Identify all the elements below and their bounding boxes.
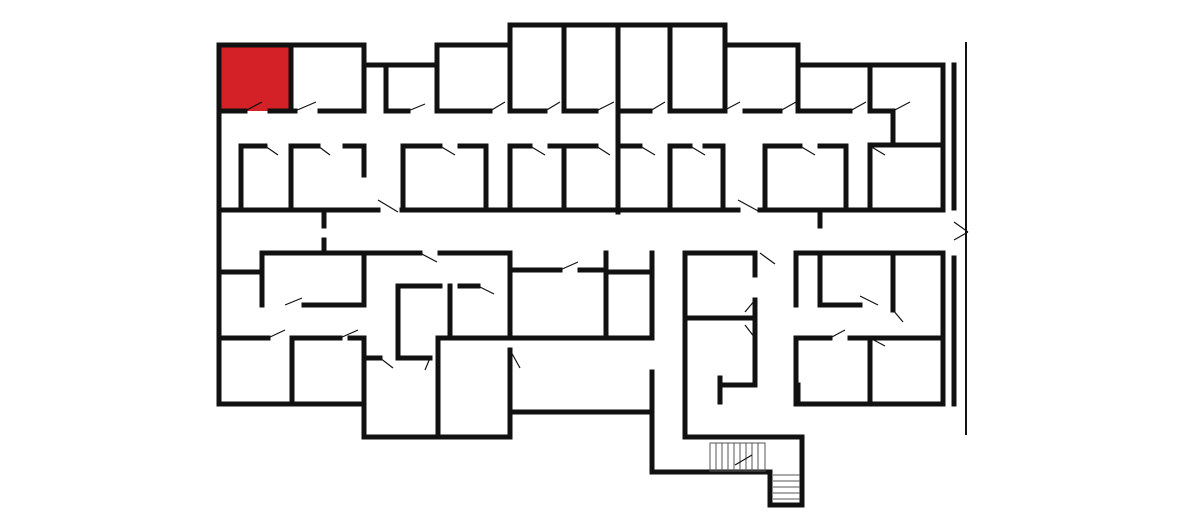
lower-middle-walls (507, 347, 805, 508)
walls (216, 22, 967, 508)
outer-wall-top (216, 22, 946, 213)
door-swing (953, 221, 969, 241)
doors (244, 101, 969, 371)
lower-right-walls (682, 307, 946, 407)
stairs (709, 442, 800, 500)
door-swing (267, 285, 904, 371)
door-swing (284, 199, 879, 306)
highlighted-apartment[interactable] (219, 46, 291, 111)
top-row-walls (216, 22, 946, 215)
lower-left-walls (216, 283, 481, 440)
door-swing (264, 145, 886, 156)
second-row-walls (238, 143, 873, 213)
corridor-stubs (321, 209, 823, 255)
corridor-wall-bottom (216, 250, 946, 438)
door-swing (244, 101, 911, 112)
